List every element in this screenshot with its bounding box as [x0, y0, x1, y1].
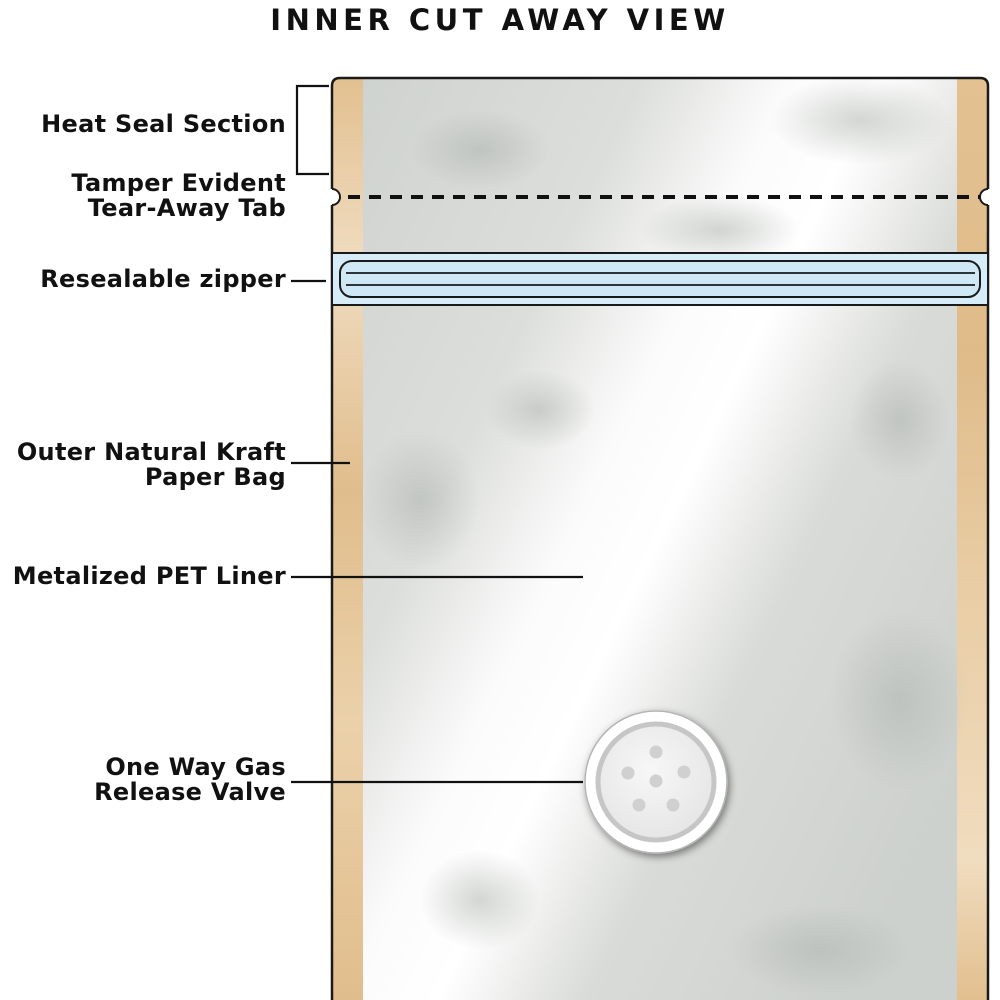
label-kraft-line-2: Paper Bag [144, 463, 286, 491]
kraft-paper-left-edge [332, 78, 363, 1000]
label-tamper-line-2: Tear-Away Tab [87, 194, 286, 222]
zipper-track [339, 260, 981, 298]
label-pet-text: Metalized PET Liner [12, 562, 286, 590]
diagram-title: INNER CUT AWAY VIEW [270, 3, 730, 37]
label-outer-kraft-bag: Outer Natural Kraft Paper Bag [17, 440, 286, 490]
label-kraft-line-1: Outer Natural Kraft [16, 438, 286, 466]
resealable-zipper [331, 252, 989, 306]
label-gas-release-valve: One Way Gas Release Valve [94, 755, 286, 805]
liner-texture [360, 78, 970, 995]
label-heat-seal-section: Heat Seal Section [41, 112, 286, 137]
kraft-paper-right-edge [957, 78, 988, 1000]
label-zipper-text: Resealable zipper [40, 265, 286, 293]
callout-lines [291, 84, 583, 784]
label-valve-line-1: One Way Gas [105, 753, 286, 781]
label-resealable-zipper: Resealable zipper [40, 267, 286, 292]
label-tamper-line-1: Tamper Evident [71, 169, 286, 197]
label-valve-line-2: Release Valve [94, 778, 286, 806]
valve-holes [621, 745, 691, 812]
label-tamper-evident-tab: Tamper Evident Tear-Away Tab [71, 171, 286, 221]
bag-body [332, 78, 988, 1000]
label-metalized-pet-liner: Metalized PET Liner [13, 564, 286, 589]
bag-outline [330, 76, 990, 1000]
gas-release-valve [584, 710, 728, 854]
left-notch-mask [320, 188, 332, 206]
right-notch-mask [988, 188, 1000, 206]
label-heat-seal-text: Heat Seal Section [41, 110, 286, 138]
heat-seal-bracket [295, 84, 329, 176]
